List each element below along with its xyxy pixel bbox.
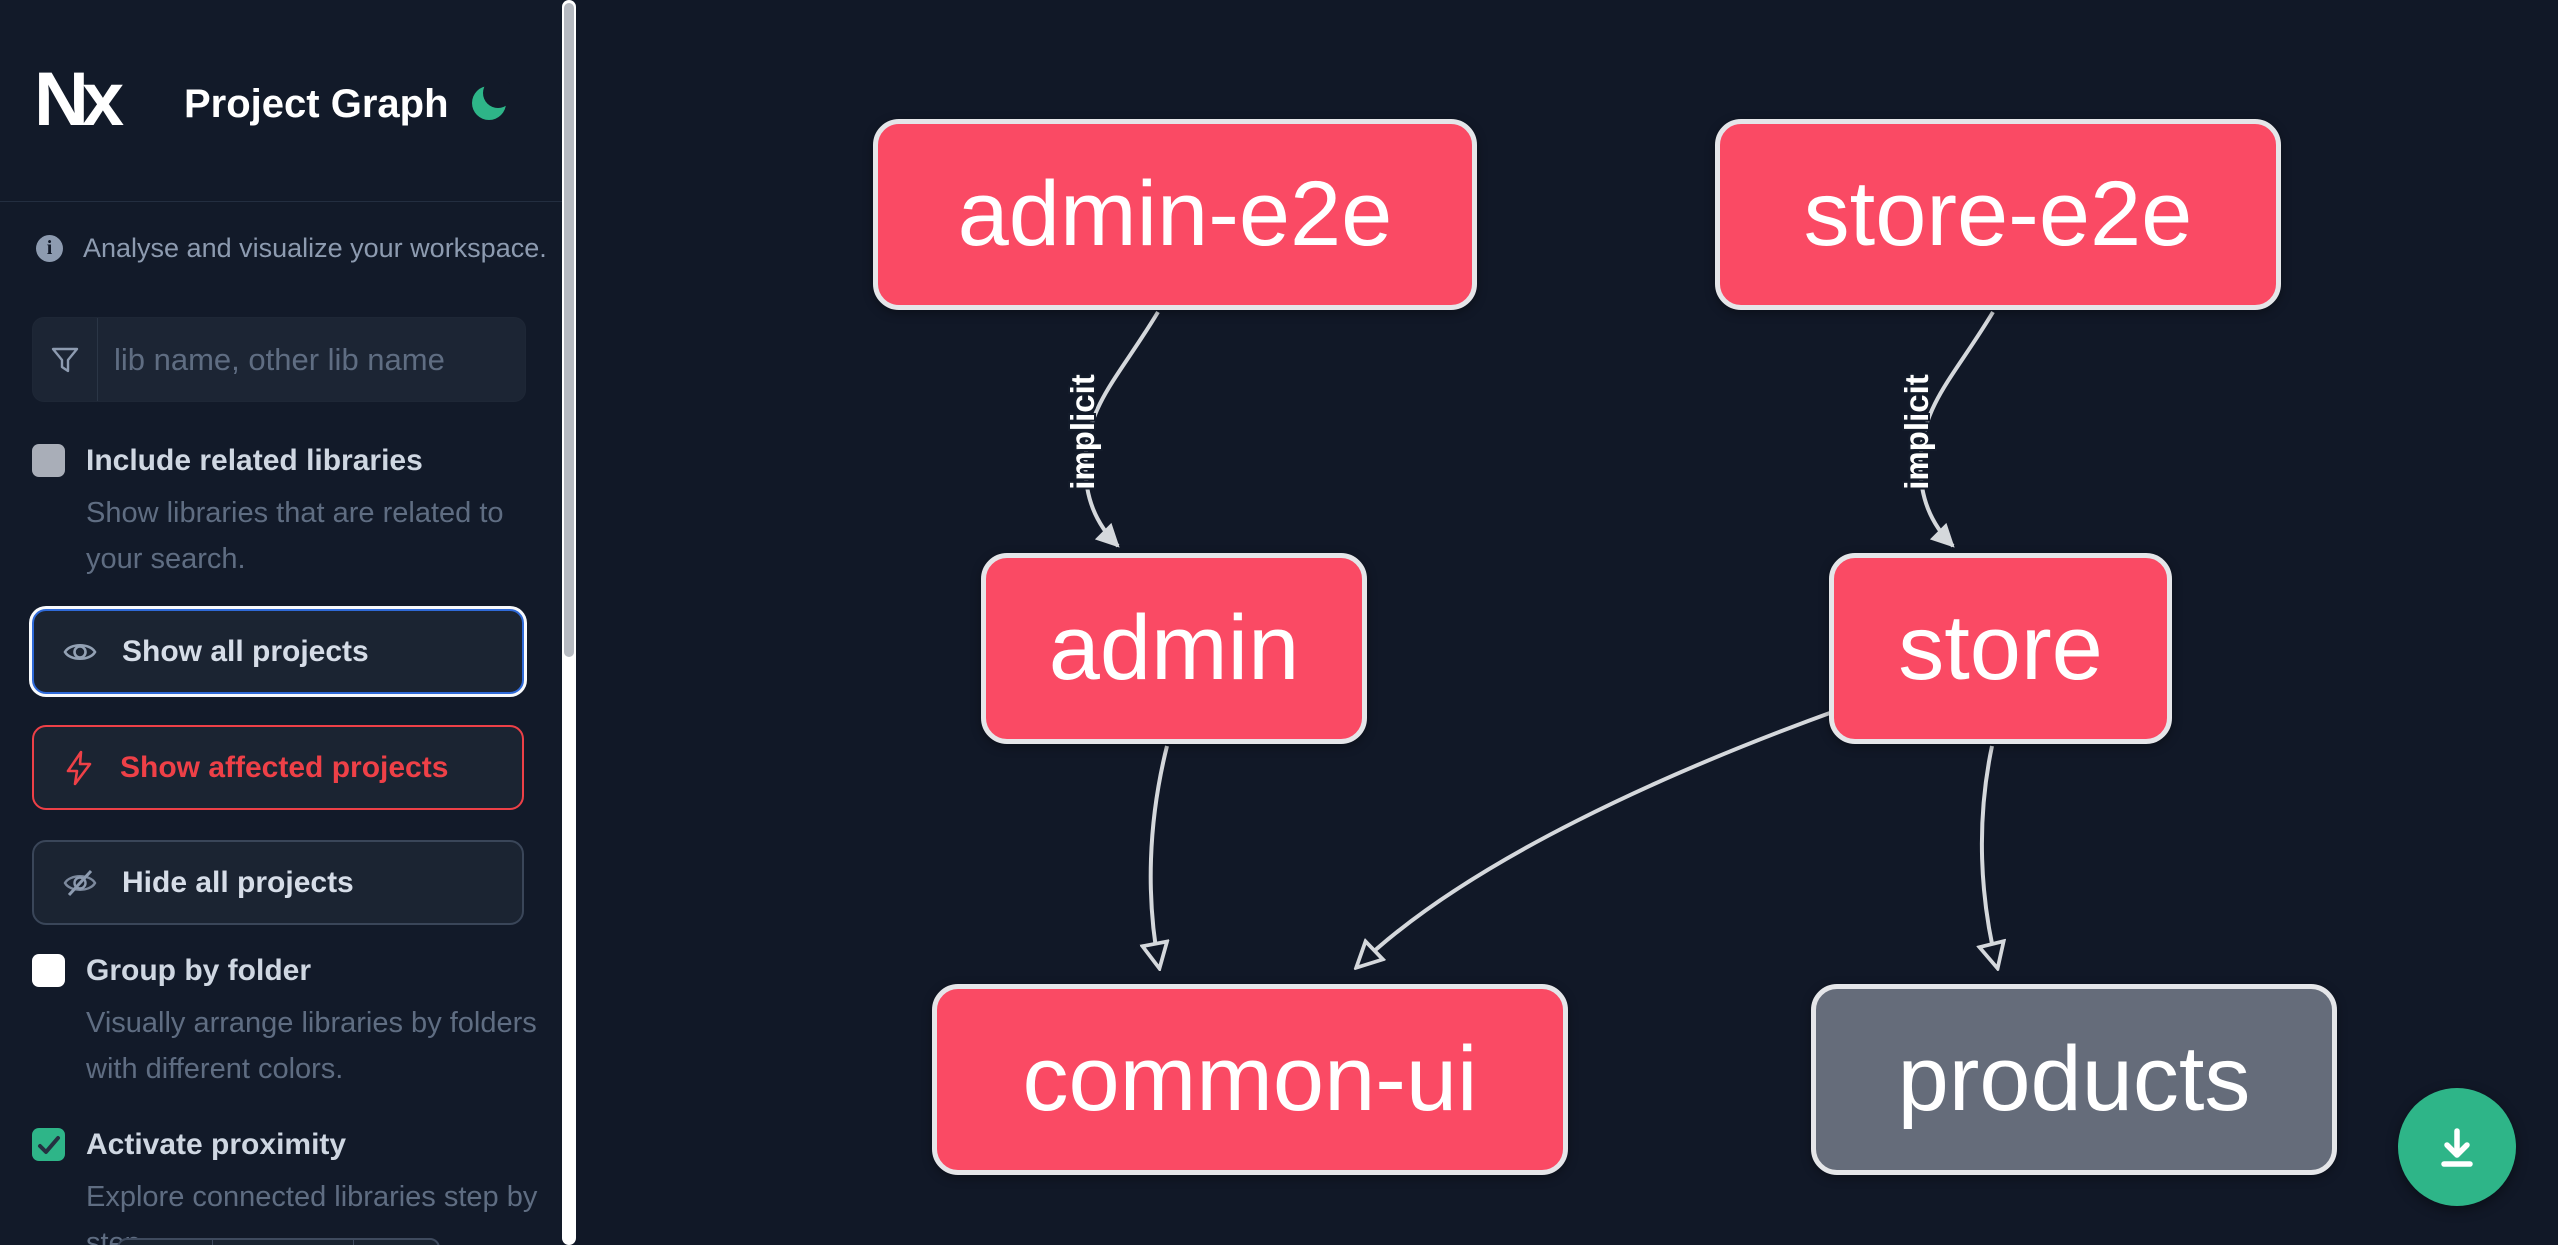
download-graph-button[interactable] <box>2398 1088 2516 1206</box>
info-icon: i <box>36 235 63 262</box>
toggle-label[interactable]: Activate proximity <box>86 1128 347 1161</box>
toggle-description: Explore connected libraries step by step… <box>86 1181 538 1245</box>
button-label: Show affected projects <box>120 750 449 784</box>
toggle-description: Visually arrange libraries by folders wi… <box>86 1007 537 1085</box>
show-affected-projects-button[interactable]: Show affected projects <box>32 725 524 810</box>
button-label: Hide all projects <box>122 865 354 899</box>
scrollbar-thumb[interactable] <box>564 3 574 657</box>
show-all-projects-button[interactable]: Show all projects <box>32 609 524 694</box>
toggle-label[interactable]: Include related libraries <box>86 444 423 477</box>
eye-icon <box>63 643 97 660</box>
edge-label-implicit: implicit <box>1898 374 1935 490</box>
node-label: products <box>1897 1028 2251 1130</box>
search-box <box>32 317 526 402</box>
search-input[interactable] <box>98 318 525 401</box>
workspace-subtitle: Analyse and visualize your workspace. <box>83 233 547 263</box>
workspace-subtitle-row: i Analyse and visualize your workspace. <box>36 233 547 264</box>
graph-node-admin[interactable]: admin <box>981 553 1367 744</box>
edge-admin-common-ui <box>1151 745 1167 966</box>
node-label: store <box>1898 597 2103 699</box>
toggle-label[interactable]: Group by folder <box>86 954 311 987</box>
hide-all-projects-button[interactable]: Hide all projects <box>32 840 524 925</box>
dark-mode-moon-icon[interactable] <box>470 78 513 122</box>
eye-off-icon <box>63 869 97 896</box>
check-icon <box>37 1135 60 1154</box>
page-title: Project Graph <box>184 82 449 126</box>
graph-node-store-e2e[interactable]: store-e2e <box>1715 119 2281 310</box>
clipped-segmented-control[interactable] <box>117 1238 440 1245</box>
button-label: Show all projects <box>122 634 369 668</box>
lightning-bolt-icon <box>66 750 92 785</box>
graph-node-admin-e2e[interactable]: admin-e2e <box>873 119 1477 310</box>
segment-3[interactable] <box>354 1240 438 1245</box>
group-by-folder-checkbox[interactable] <box>32 954 65 987</box>
sidebar-header: Nx Project Graph <box>0 0 562 202</box>
node-label: admin <box>1048 597 1300 699</box>
toggle-activate-proximity: Activate proximity Explore connected lib… <box>32 1126 537 1245</box>
node-label: store-e2e <box>1803 163 2193 265</box>
sidebar-resize-handle[interactable] <box>562 0 576 1245</box>
edge-label-implicit: implicit <box>1064 374 1101 490</box>
toggle-description: Show libraries that are related to your … <box>86 497 504 575</box>
segment-2[interactable] <box>213 1240 354 1245</box>
graph-node-store[interactable]: store <box>1829 553 2172 744</box>
node-label: admin-e2e <box>957 163 1393 265</box>
graph-node-products[interactable]: products <box>1811 984 2337 1175</box>
toggle-group-by-folder: Group by folder Visually arrange librari… <box>32 952 537 1092</box>
graph-canvas[interactable]: admin-e2e store-e2e admin store common-u… <box>576 0 2558 1245</box>
edge-store-common-ui <box>1358 708 1839 966</box>
edge-store-products <box>1982 745 1997 966</box>
activate-proximity-checkbox[interactable] <box>32 1128 65 1161</box>
sidebar: Nx Project Graph i Analyse and visualize… <box>0 0 562 1245</box>
download-icon <box>2441 1128 2473 1167</box>
filter-funnel-icon <box>33 318 98 401</box>
graph-node-common-ui[interactable]: common-ui <box>932 984 1568 1175</box>
segment-1[interactable] <box>119 1240 213 1245</box>
toggle-include-related: Include related libraries Show libraries… <box>32 442 532 582</box>
node-label: common-ui <box>1022 1028 1478 1130</box>
include-related-checkbox[interactable] <box>32 444 65 477</box>
nx-logo-icon: Nx <box>34 57 124 142</box>
